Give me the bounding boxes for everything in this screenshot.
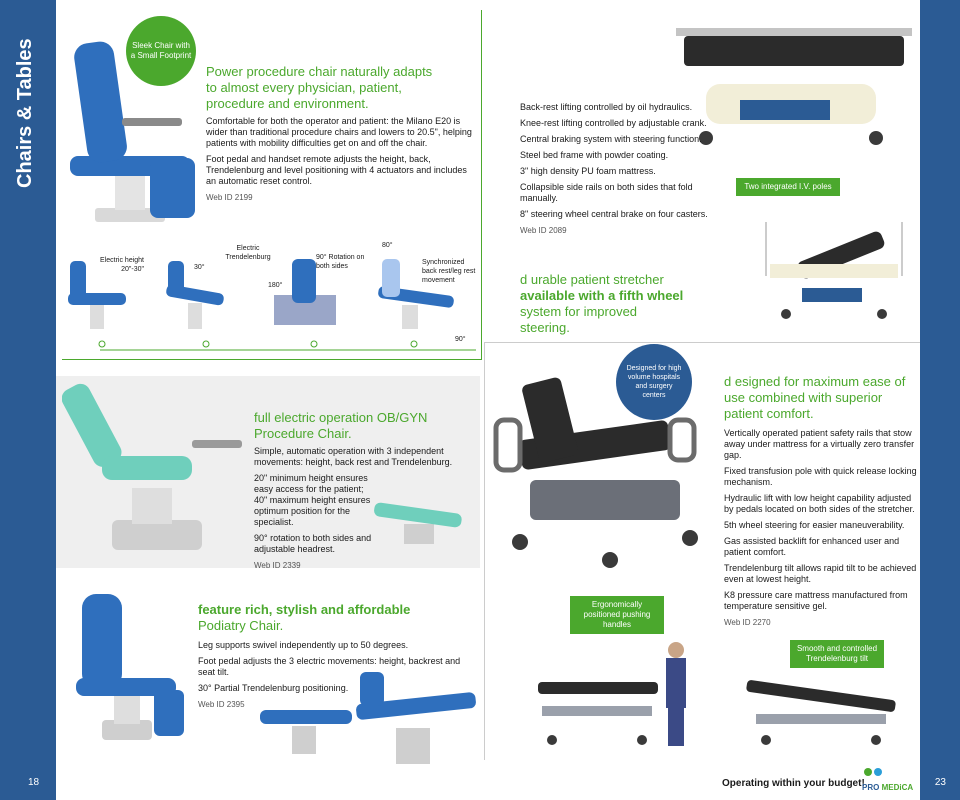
obgyn-p3: 90° rotation to both sides and adjustabl…: [254, 533, 372, 554]
stretcher2-bullet: K8 pressure care mattress manufactured f…: [724, 590, 908, 611]
stretcher1-bubble: Two integrated I.V. poles: [736, 178, 840, 196]
promedica-logo: PRO MEDiCA: [862, 764, 913, 792]
podiatry-chair-image: [76, 594, 184, 740]
label-rotation: 90° Rotation on both sides: [316, 254, 365, 270]
stretcher2-circle: Designed for high volume hospitals and s…: [616, 344, 692, 420]
podiatry-p1: Leg supports swivel independently up to …: [198, 640, 409, 650]
podiatry-headline-2: Podiatry Chair.: [198, 618, 284, 633]
obgyn-chair-image: [62, 383, 242, 550]
stretcher1-headline-3: system for improved: [520, 304, 638, 319]
stretcher2-bullet: Fixed transfusion pole with quick releas…: [724, 466, 917, 487]
stretcher1-bullet: Steel bed frame with powder coating.: [520, 150, 669, 160]
podiatry-headline: feature rich, stylish and affordable Pod…: [198, 602, 468, 634]
podiatry-flat-image: [260, 710, 352, 754]
stretcher1-image: [676, 28, 912, 145]
podiatry-p3: 30° Partial Trendelenburg positioning.: [198, 683, 349, 693]
stretcher2-webid: Web ID 2270: [724, 618, 771, 627]
stretcher2-image: [493, 377, 698, 568]
milano-headline: Power procedure chair naturally adapts t…: [206, 64, 433, 111]
stretcher1-features: Back-rest lifting controlled by oil hydr…: [520, 102, 730, 241]
obgyn-headline-2: Procedure Chair.: [254, 426, 352, 441]
stretcher2-bullet: 5th wheel steering for easier maneuverab…: [724, 520, 905, 530]
podiatry-webid: Web ID 2395: [198, 700, 245, 709]
milano-p1: Comfortable for both the operator and pa…: [206, 116, 472, 148]
stretcher2-bullet: Hydraulic lift with low height capabilit…: [724, 493, 915, 514]
obgyn-webid: Web ID 2339: [254, 561, 301, 570]
left-sidebar: Chairs & Tables 18: [0, 0, 56, 800]
stretcher1-headline: d urable patient stretcher available wit…: [520, 272, 730, 336]
right-sidebar: Stretchers 23: [857, 0, 960, 800]
milano-trend-image: [166, 261, 224, 329]
brand-pro: PRO: [862, 783, 882, 792]
label-30deg: 30°: [194, 264, 205, 271]
podiatry-body: Leg supports swivel independently up to …: [198, 640, 468, 715]
stretcher2-bubble-tilt: Smooth and controlled Trendelenburg tilt: [790, 640, 884, 668]
stretcher2-tilt-image: [746, 680, 896, 745]
stretcher1-bullet: Central braking system with steering fun…: [520, 134, 702, 144]
label-height: Electric height 20"-30": [100, 257, 144, 273]
milano-height-image: [68, 261, 126, 329]
stretcher1-bullet: Back-rest lifting controlled by oil hydr…: [520, 102, 693, 112]
stretcher1-bullet: 8" steering wheel central brake on four …: [520, 209, 708, 219]
stretcher2-section: [484, 342, 920, 760]
promedica-logo-icon: [864, 768, 882, 776]
podiatry-raised-image: [356, 672, 476, 764]
milano-connector-line: [98, 340, 476, 351]
podiatry-p2: Foot pedal adjusts the 3 electric moveme…: [198, 656, 461, 677]
stretcher1-raised-image: [765, 222, 903, 319]
obgyn-p1: Simple, automatic operation with 3 indep…: [254, 446, 453, 467]
stretcher2-headline: d esigned for maximum ease of use combin…: [724, 374, 906, 421]
footer-tagline: Operating within your budget!: [722, 778, 865, 789]
page-number-left: 18: [28, 777, 40, 788]
brand-medica: MEDiCA: [881, 783, 914, 792]
stretcher2-doctor-image: [538, 642, 686, 746]
obgyn-headline: full electric operation OB/GYN Procedure…: [254, 410, 474, 442]
milano-p2: Foot pedal and handset remote adjusts th…: [206, 154, 467, 186]
label-trend: Electric Trendelenburg: [225, 245, 271, 261]
stretcher2-bullet: Trendelenburg tilt allows rapid tilt to …: [724, 563, 917, 584]
obgyn-headline-1: full electric operation OB/GYN: [254, 410, 428, 425]
stretcher1-headline-1: d urable patient stretcher: [520, 272, 664, 287]
label-180deg: 180°: [268, 282, 283, 289]
stretcher1-webid: Web ID 2089: [520, 226, 567, 235]
stretcher2-features: Vertically operated patient safety rails…: [724, 428, 920, 633]
stretcher1-headline-4: steering.: [520, 320, 570, 335]
milano-bubble: Sleek Chair with a Small Footprint: [126, 16, 196, 86]
section-title-chairs: Chairs & Tables: [14, 38, 36, 188]
milano-body: Comfortable for both the operator and pa…: [206, 116, 476, 208]
obgyn-p2: 20" minimum height ensures easy access f…: [254, 473, 371, 527]
obgyn-small-chair-image: [374, 502, 462, 544]
milano-sync-image: [378, 259, 454, 329]
obgyn-body: Simple, automatic operation with 3 indep…: [254, 446, 470, 576]
stretcher1-bullet: 3" high density PU foam mattress.: [520, 166, 656, 176]
milano-rotation-image: [274, 259, 336, 325]
label-sync: Synchronized back rest/leg rest movement: [422, 259, 476, 284]
label-90deg: 90°: [455, 336, 466, 343]
stretcher1-bullet: Knee-rest lifting controlled by adjustab…: [520, 118, 707, 128]
milano-section: [62, 10, 482, 360]
podiatry-headline-1: feature rich, stylish and affordable: [198, 602, 411, 617]
stretcher2-bullet: Gas assisted backlift for enhanced user …: [724, 536, 900, 557]
stretcher1-headline-2: available with a fifth wheel: [520, 288, 684, 303]
stretcher1-bullet: Collapsible side rails on both sides tha…: [520, 182, 693, 203]
milano-webid: Web ID 2199: [206, 193, 253, 202]
stretcher2-bullet: Vertically operated patient safety rails…: [724, 428, 915, 460]
stretcher2-bubble-handles: Ergonomically positioned pushing handles: [570, 596, 664, 634]
label-80deg: 80°: [382, 242, 393, 249]
page-number-right: 23: [934, 777, 946, 788]
milano-chair-image: [70, 41, 195, 222]
